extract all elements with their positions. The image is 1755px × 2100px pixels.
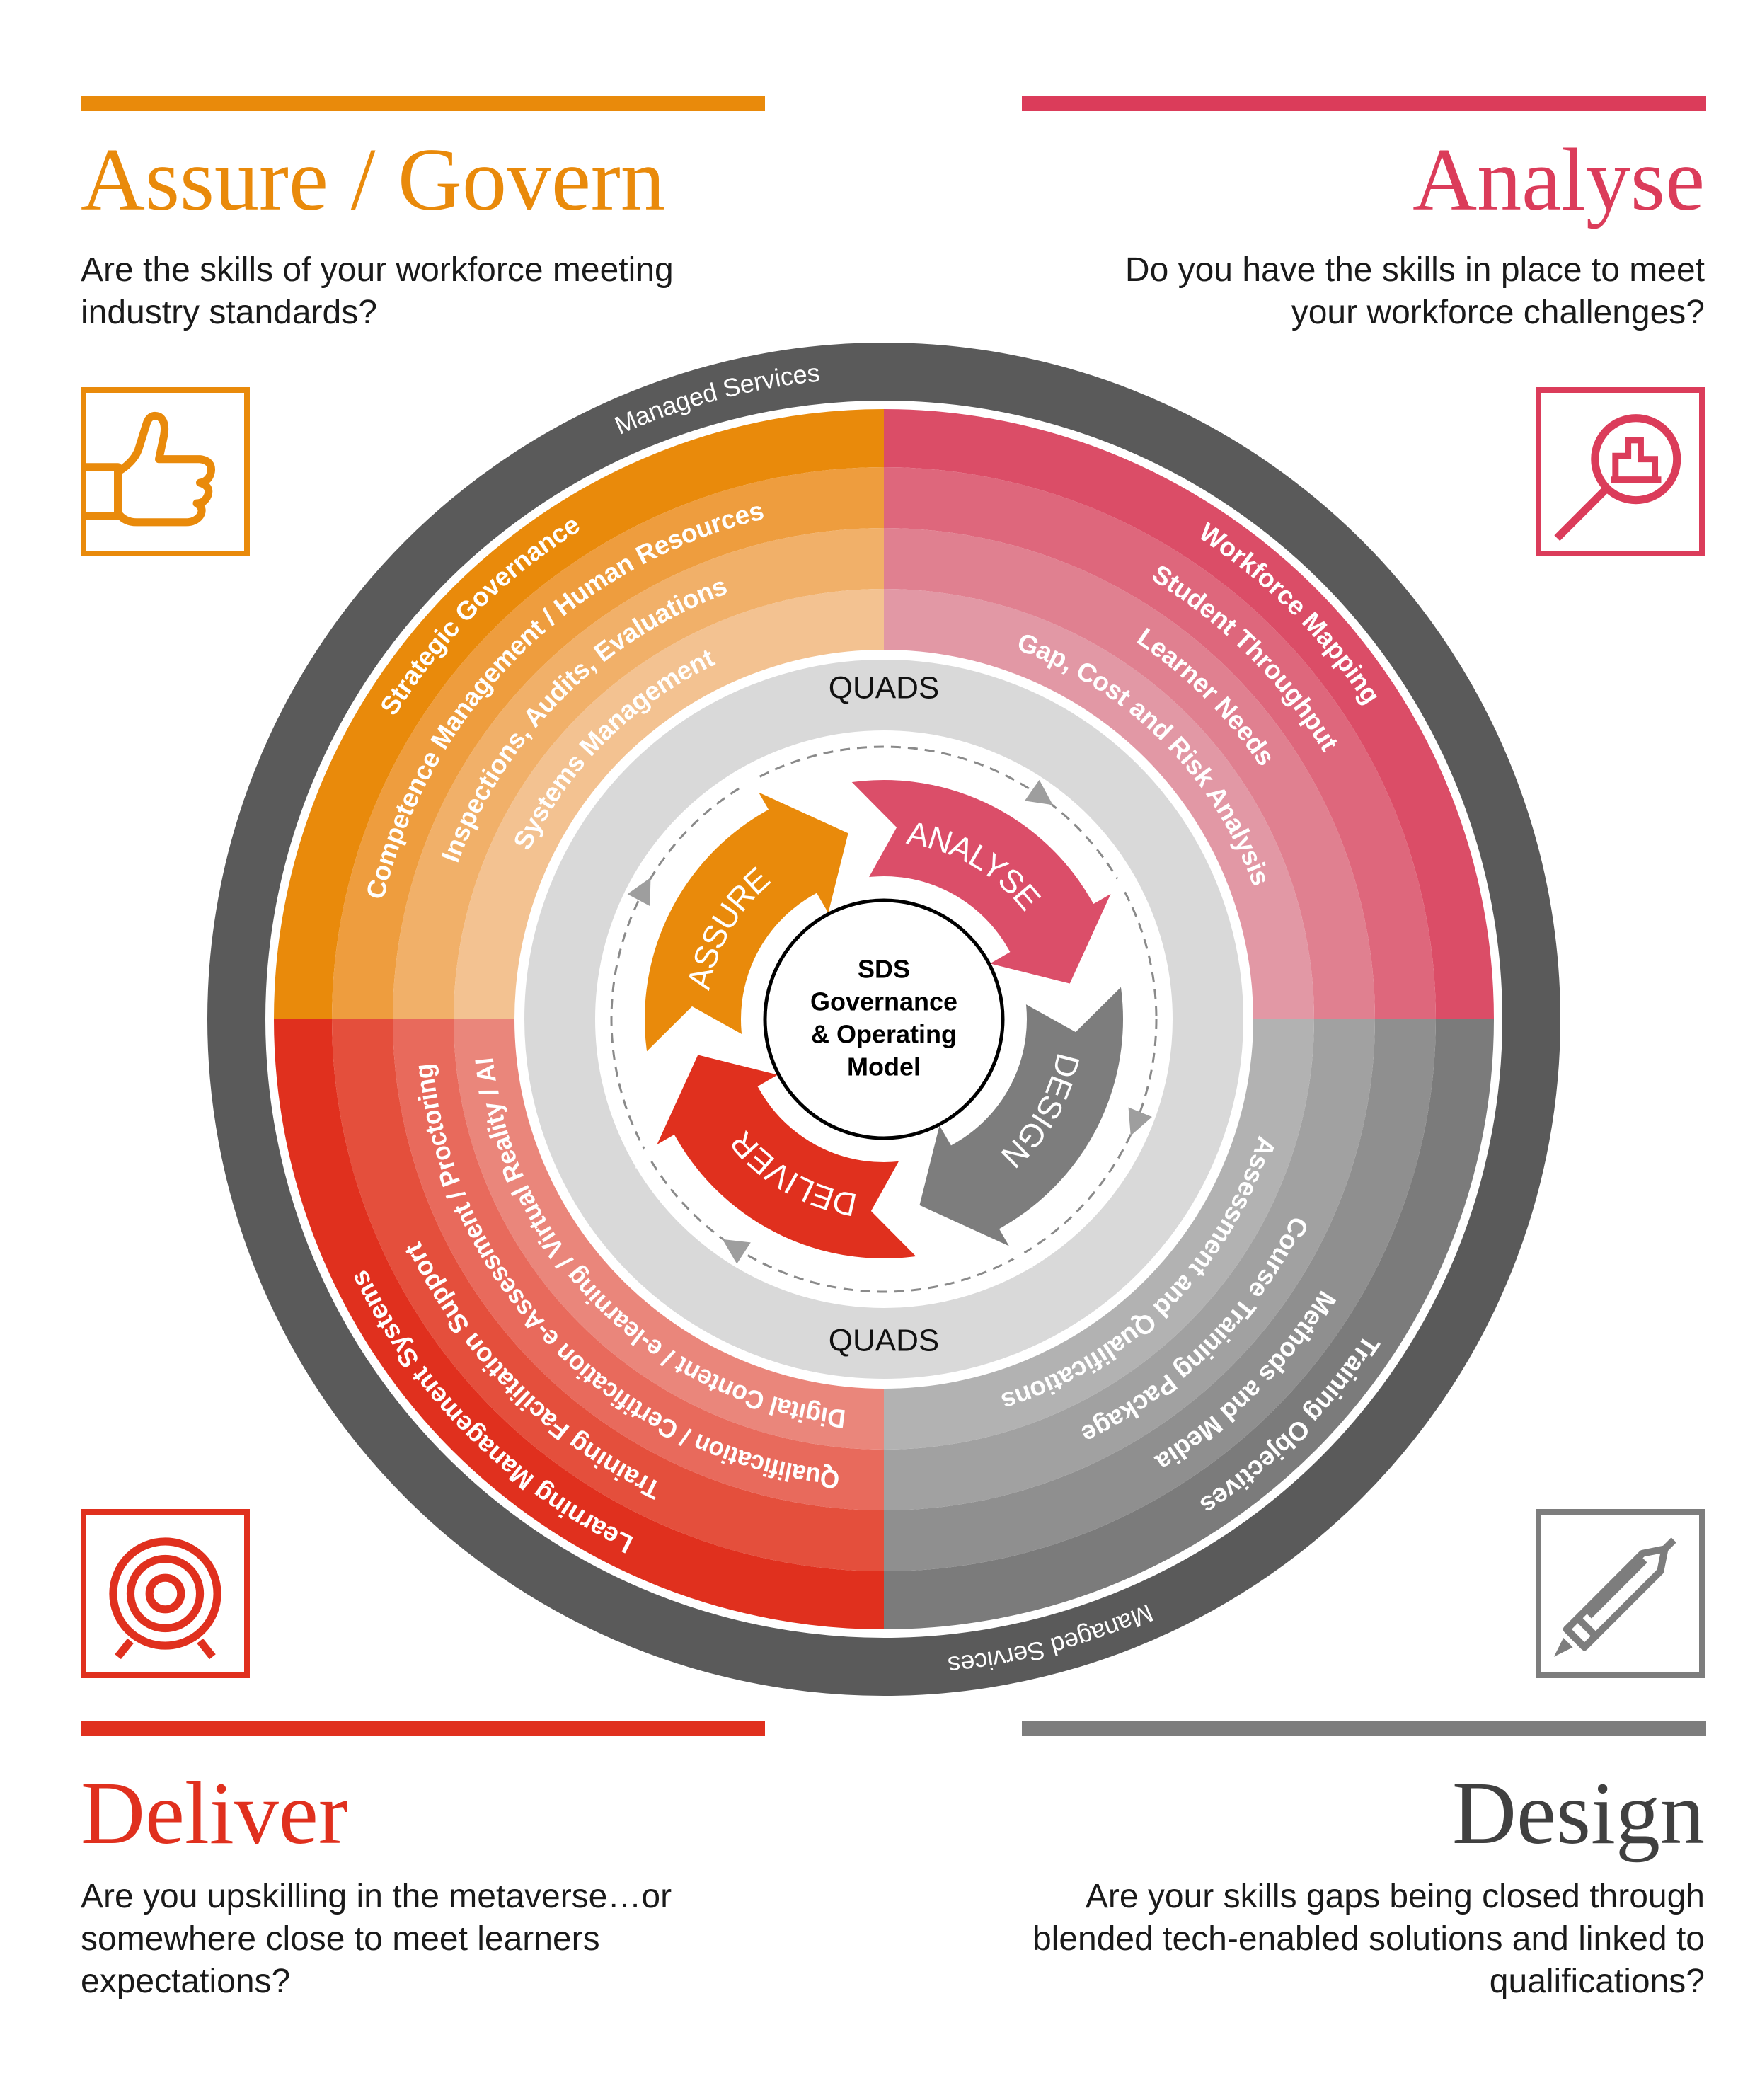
center-circle bbox=[763, 898, 1005, 1140]
analyse-band-3 bbox=[884, 528, 1375, 1019]
center-title-line: SDS bbox=[858, 955, 910, 984]
pencil-icon bbox=[1536, 1509, 1705, 1678]
deliver-band-2 bbox=[332, 1019, 884, 1571]
quads-label-bottom: QUADS bbox=[829, 1324, 939, 1358]
center-title-line: & Operating bbox=[811, 1020, 957, 1049]
cycle-dashed-circle bbox=[610, 745, 1158, 1293]
assure-band-3 bbox=[393, 528, 884, 1019]
cycle-direction-arrow-icon bbox=[722, 1239, 751, 1264]
assure-band-2 bbox=[332, 467, 884, 1019]
design-cycle-arrow bbox=[908, 966, 1133, 1268]
deliver-question: Are you upskilling in the metaverse…or s… bbox=[81, 1878, 672, 2000]
assure-title: Assure / Govern bbox=[81, 131, 665, 229]
design-band-3 bbox=[884, 1019, 1375, 1510]
analyse-cycle-arrow bbox=[831, 770, 1133, 995]
cycle-direction-arrow-icon bbox=[1128, 1107, 1152, 1136]
deliver-bar bbox=[81, 1721, 765, 1736]
thumbs-up-icon bbox=[81, 387, 250, 556]
managed-services-ring bbox=[207, 343, 1560, 1696]
assure-question: Are the skills of your workforce meeting… bbox=[81, 251, 674, 331]
deliver-band-3 bbox=[393, 1019, 884, 1510]
quads-label-top: QUADS bbox=[829, 671, 939, 706]
analyse-band-1 bbox=[884, 406, 1497, 1019]
assure-bar bbox=[81, 96, 765, 111]
design-title: Design bbox=[1452, 1765, 1705, 1863]
center-title-line: Governance bbox=[810, 987, 957, 1016]
deliver-band-1 bbox=[271, 1019, 884, 1632]
center-title-line: Model bbox=[847, 1052, 921, 1081]
design-band-4 bbox=[884, 1019, 1314, 1450]
analyse-band-4 bbox=[884, 589, 1314, 1019]
assure-band-1 bbox=[271, 406, 884, 1019]
cycle-direction-arrow-icon bbox=[627, 877, 651, 907]
analyse-question: Do you have the skills in place to meet … bbox=[1124, 251, 1705, 331]
magnifier-chart-icon bbox=[1536, 387, 1705, 556]
design-band-2 bbox=[884, 1019, 1436, 1571]
assure-cycle-arrow bbox=[635, 770, 860, 1072]
design-question: Are your skills gaps being closed throug… bbox=[1032, 1878, 1705, 2000]
assure-band-4 bbox=[454, 589, 884, 1019]
deliver-cycle-arrow bbox=[635, 1043, 937, 1268]
analyse-title: Analyse bbox=[1412, 131, 1705, 229]
deliver-band-4 bbox=[454, 1019, 884, 1450]
quads-ring bbox=[524, 660, 1243, 1379]
deliver-title: Deliver bbox=[81, 1765, 348, 1863]
analyse-bar bbox=[1022, 96, 1706, 111]
target-icon bbox=[81, 1509, 250, 1678]
design-band-1 bbox=[884, 1019, 1497, 1632]
analyse-band-2 bbox=[884, 467, 1436, 1019]
cycle-direction-arrow-icon bbox=[1025, 779, 1053, 805]
quadrant-outer-gap bbox=[268, 403, 1500, 1635]
design-bar bbox=[1022, 1721, 1706, 1736]
